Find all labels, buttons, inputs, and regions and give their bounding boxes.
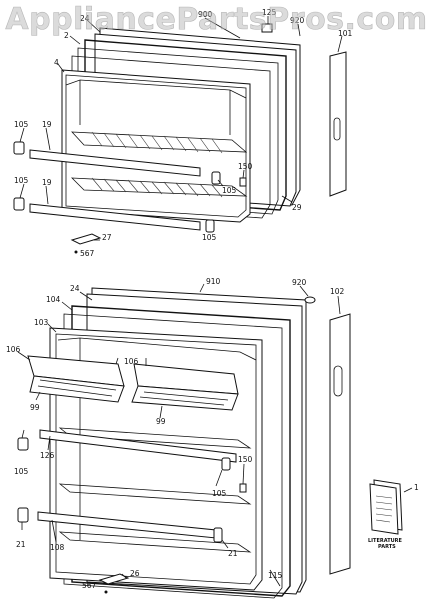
part-label-567: 567 [80,249,95,258]
part-label-920: 920 [292,278,307,287]
part-label-104: 104 [46,295,61,304]
clip-icon [17,437,29,451]
part-label-4: 4 [54,58,59,67]
dairy-compartment-right [131,363,239,411]
upper-shelf-grid [91,131,223,154]
literature-label-line2: PARTS [378,544,396,550]
part-label-108: 108 [50,543,65,552]
clip-icon [205,219,215,233]
fresh-food-shelf-bar-upper [39,429,237,463]
part-label-2: 2 [64,31,69,40]
part-label-1: 1 [414,483,419,492]
fresh-food-trim-102 [329,313,351,575]
freezer-trim-101 [329,51,347,197]
part-label-106: 106 [124,357,139,366]
freezer-shelf-bar-upper [29,149,201,177]
part-label-125: 125 [262,8,277,17]
part-label-102: 102 [330,287,345,296]
part-label-105: 105 [222,186,237,195]
part-label-27: 27 [102,233,112,242]
part-label-115: 115 [268,571,283,580]
clip-icon [13,197,25,211]
part-label-150: 150 [238,455,253,464]
part-label-26: 26 [130,569,140,578]
part-label-24: 24 [70,284,80,293]
part-label-105: 105 [212,489,227,498]
part-label-105: 105 [202,233,217,242]
part-label-24: 24 [80,14,90,23]
literature-label-line1: LITERATURE [368,538,403,544]
part-label-105: 105 [14,120,29,129]
part-label-19: 19 [42,178,52,187]
part-labels: 900 125 920 24 2 4 101 105 19 105 19 150… [6,8,419,590]
hinge-bracket-26 [98,573,130,585]
part-label-105: 105 [14,176,29,185]
clip-icon [213,527,223,543]
part-label-106: 106 [6,345,21,354]
freezer-shelf-bar-lower [29,203,201,231]
part-label-126: 126 [40,451,55,460]
clip-icon [13,141,25,155]
part-label-19: 19 [42,120,52,129]
part-label-99: 99 [30,403,40,412]
part-label-29: 29 [292,203,302,212]
lower-shelf-grid [91,177,223,198]
clip-icon [221,457,231,471]
part-label-21: 21 [16,540,26,549]
clip-icon [17,507,29,523]
clip-icon [211,171,221,185]
part-label-910: 910 [206,277,221,286]
part-label-21: 21 [228,549,238,558]
part-label-150: 150 [238,162,253,171]
hinge-bracket-27 [70,233,102,245]
part-label-105: 105 [14,467,29,476]
literature-booklet: LITERATURE PARTS [368,479,413,550]
part-label-99: 99 [156,417,166,426]
dairy-compartment-left [27,355,125,403]
fresh-food-door-assembly [17,283,351,599]
part-label-101: 101 [338,29,353,38]
freezer-door-assembly [13,16,347,254]
part-label-103: 103 [34,318,49,327]
part-label-567: 567 [82,581,97,590]
part-label-900: 900 [198,10,213,19]
part-label-920: 920 [290,16,305,25]
